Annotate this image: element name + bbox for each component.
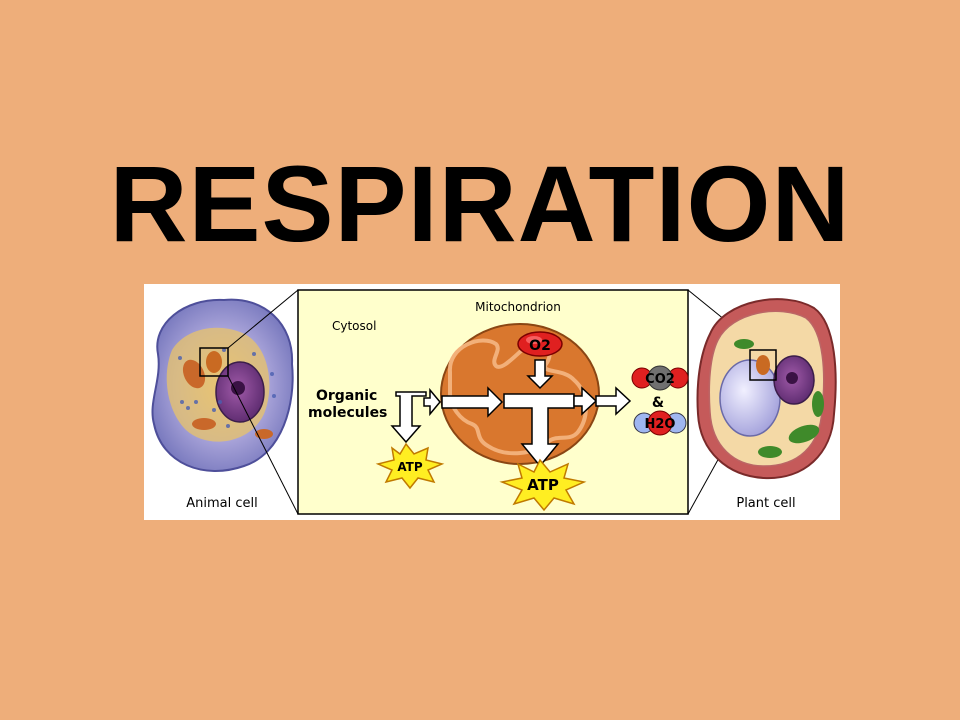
co2-molecule: CO2	[631, 365, 689, 391]
atp-large-burst: ATP	[499, 458, 587, 512]
cytosol-arrow-right	[423, 387, 441, 417]
atp-small-label: ATP	[397, 460, 423, 474]
glycolysis-arrow	[390, 391, 427, 444]
oxygen-label: O2	[529, 338, 551, 354]
animal-cell-illustration	[151, 298, 294, 472]
atp-large-label: ATP	[527, 476, 559, 494]
products-arrow	[595, 386, 632, 416]
h2o-label: H2O	[645, 417, 676, 432]
atp-small-burst: ATP	[375, 442, 445, 490]
cytosol-label: Cytosol	[332, 319, 376, 333]
mitochondrion-arrow-right	[573, 386, 598, 416]
h2o-molecule: H2O	[633, 410, 687, 436]
slide-title: RESPIRATION	[109, 143, 851, 264]
oxygen-molecule: O2	[517, 331, 563, 357]
organic-label-line1: Organic	[316, 388, 377, 404]
mitochondrion-label: Mitochondrion	[475, 300, 561, 314]
plant-cell-label: Plant cell	[736, 496, 795, 511]
co2-label: CO2	[645, 372, 675, 387]
organic-label-line2: molecules	[308, 405, 387, 421]
ampersand-label: &	[652, 395, 664, 411]
animal-cell-label: Animal cell	[186, 496, 258, 511]
into-mitochondrion-arrow	[441, 386, 504, 418]
oxygen-arrow	[526, 359, 554, 390]
respiration-diagram: Animal cell Cytosol Mitochondrion O2 Org…	[144, 284, 840, 520]
plant-cell-illustration	[696, 298, 837, 480]
